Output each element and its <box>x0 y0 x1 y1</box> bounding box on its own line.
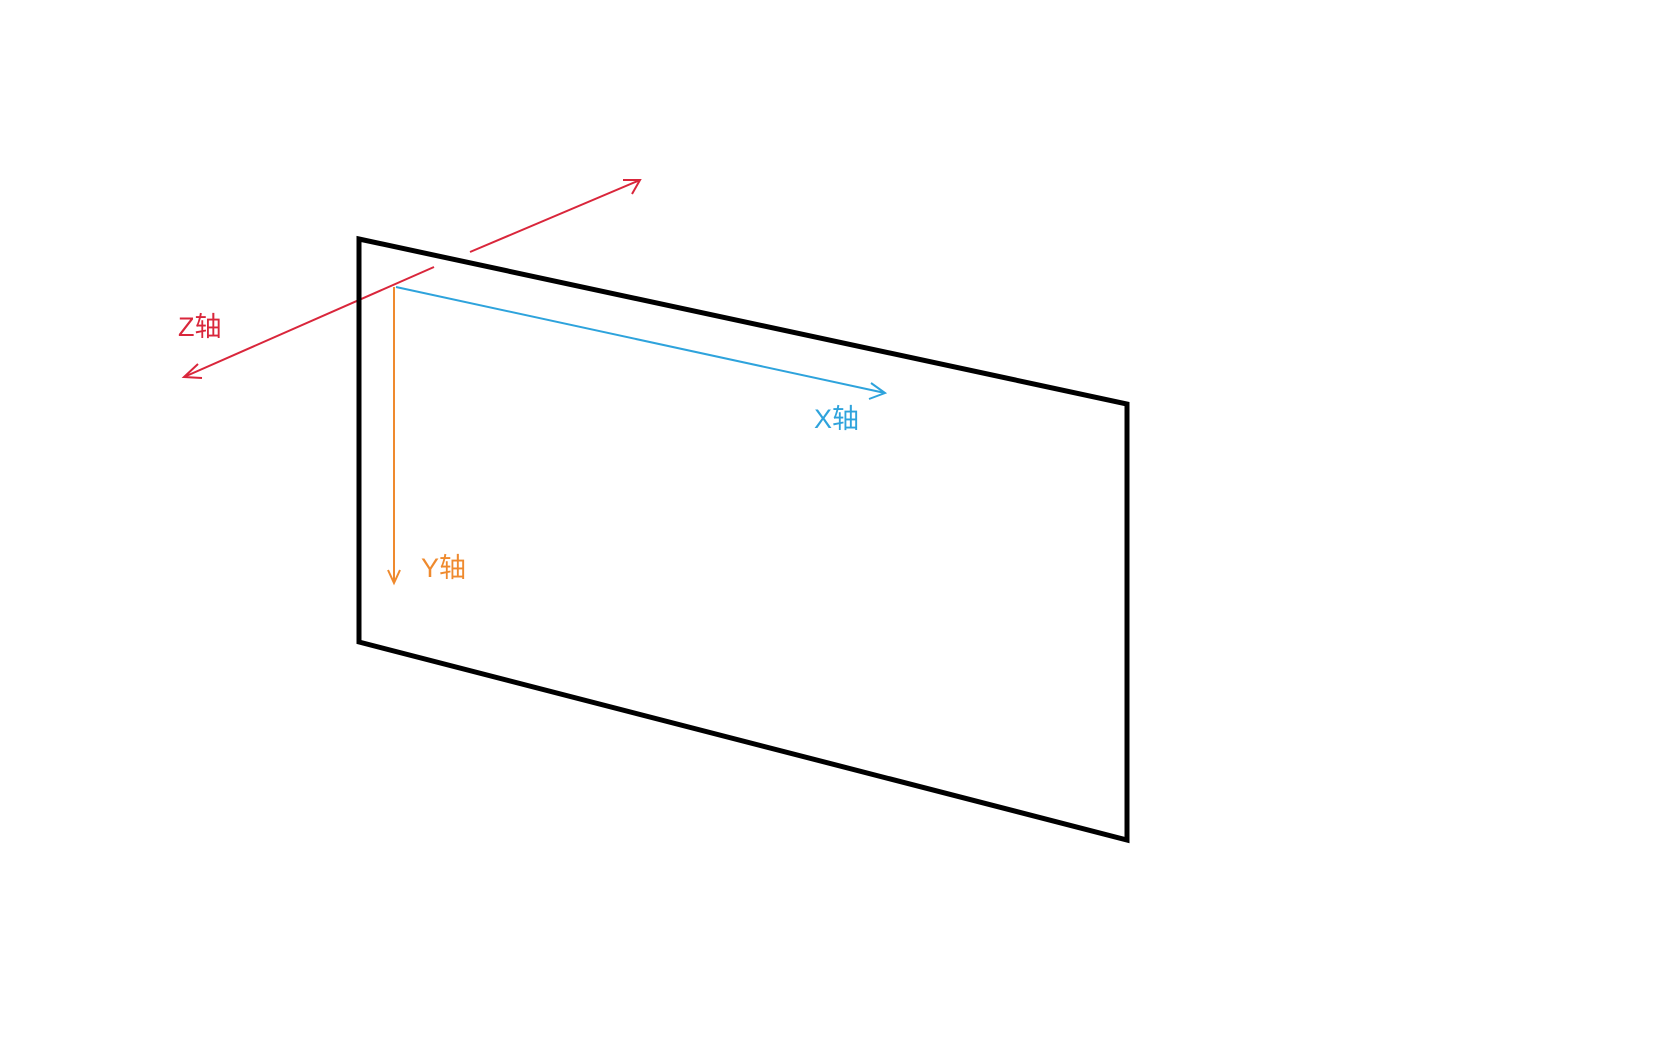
x-axis <box>395 286 888 400</box>
z-axis-label: Z轴 <box>178 312 222 342</box>
xy-plane <box>356 235 1130 844</box>
z-axis-arrowhead-front <box>181 363 203 379</box>
z-axis-arrowhead-back <box>623 179 642 195</box>
z-axis <box>181 179 642 379</box>
x-axis-line <box>395 286 886 394</box>
y-axis <box>387 287 401 586</box>
x-axis-arrowhead <box>868 382 888 400</box>
y-axis-arrowhead <box>387 569 401 586</box>
z-axis-line-front <box>183 266 435 378</box>
y-axis-label: Y轴 <box>421 553 466 583</box>
z-axis-line-back <box>469 179 641 253</box>
x-axis-label: X轴 <box>814 404 859 434</box>
